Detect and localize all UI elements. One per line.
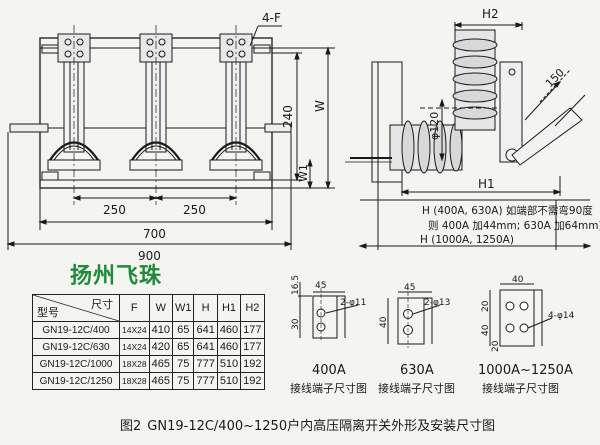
spec-table: 尺寸 型号 F W W1 H H1 H2 GN19-12C/400 14X24 … xyxy=(32,294,265,390)
cell-f: 14X24 xyxy=(119,338,150,356)
col-header: H xyxy=(193,294,218,322)
table-row: GN19-12C/400 14X24 410 65 641 460 177 xyxy=(32,321,265,339)
t1000-rating: 1000A~1250A xyxy=(478,363,573,378)
t1000-dim-40-top: 40 xyxy=(512,275,524,285)
col-header: H1 xyxy=(216,294,242,322)
t1000-hole: 4-φ14 xyxy=(548,311,575,321)
dim-240: 240 xyxy=(281,105,295,128)
cell-w1: 75 xyxy=(171,355,195,373)
insulator-upper xyxy=(452,29,498,131)
cell-h: 641 xyxy=(193,321,218,339)
cell-model: GN19-12C/630 xyxy=(32,338,120,356)
header-diagonal-cell: 尺寸 型号 xyxy=(32,294,120,322)
label-4f: 4-F xyxy=(262,11,281,25)
table-row: GN19-12C/1250 18X28 465 75 777 510 192 xyxy=(32,372,265,390)
cell-f: 18X28 xyxy=(119,355,150,373)
dim-h-large: H (1000A, 1250A) xyxy=(420,234,514,246)
diagonal-line xyxy=(33,295,119,321)
cell-h1: 510 xyxy=(216,372,242,390)
brand-watermark: 扬州飞珠 xyxy=(70,263,163,289)
dim-250-right: 250 xyxy=(183,203,206,217)
t630-rating: 630A xyxy=(400,363,434,378)
cell-f: 18X28 xyxy=(119,372,150,390)
dim-h1: H1 xyxy=(478,177,495,191)
cell-h1: 460 xyxy=(216,338,242,356)
cell-h2: 192 xyxy=(240,372,265,390)
cell-w1: 65 xyxy=(171,321,195,339)
dim-700: 700 xyxy=(143,227,166,241)
figure-caption: 图2 GN19-12C/400~1250户内高压隔离开关外形及安装尺寸图 xyxy=(120,415,501,434)
t400-dim-45: 45 xyxy=(315,281,326,291)
cell-h: 641 xyxy=(193,338,218,356)
t400-rating: 400A xyxy=(312,363,346,378)
table-row: GN19-12C/1000 18X28 465 75 777 510 192 xyxy=(32,355,265,373)
t630-dim-40: 40 xyxy=(379,316,389,328)
table-row: GN19-12C/630 14X24 420 65 641 460 177 xyxy=(32,338,265,356)
dim-w1: W1 xyxy=(297,164,310,182)
cell-w: 465 xyxy=(148,372,173,390)
cell-h2: 177 xyxy=(240,321,265,339)
t1000-caption: 接线端子尺寸图 xyxy=(482,381,559,395)
terminal-630a xyxy=(387,291,441,348)
dim-phi120: φ120 xyxy=(428,112,441,140)
cell-model: GN19-12C/1250 xyxy=(32,372,120,390)
front-view xyxy=(6,25,335,250)
cell-h: 777 xyxy=(193,372,218,390)
t630-caption: 接线端子尺寸图 xyxy=(378,381,455,395)
col-header: W1 xyxy=(171,294,195,322)
cell-h1: 510 xyxy=(216,355,242,373)
cell-h2: 177 xyxy=(240,338,265,356)
side-view xyxy=(345,22,592,250)
t1000-dim-40-side: 40 xyxy=(481,324,491,336)
t400-caption: 接线端子尺寸图 xyxy=(290,381,367,395)
t400-dim-165: 16.5 xyxy=(291,275,301,295)
cell-h2: 192 xyxy=(240,355,265,373)
col-header: W xyxy=(148,294,173,322)
cell-w1: 65 xyxy=(171,338,195,356)
cell-w: 465 xyxy=(148,355,173,373)
insulator-lower xyxy=(389,120,463,174)
dim-250-left: 250 xyxy=(103,203,126,217)
cell-model: GN19-12C/1000 xyxy=(32,355,120,373)
col-header: H2 xyxy=(240,294,265,322)
col-header: F xyxy=(119,294,150,322)
header-model: 型号 xyxy=(37,307,59,319)
terminal-1000a xyxy=(489,283,553,347)
dim-900: 900 xyxy=(138,249,161,263)
cell-f: 14X24 xyxy=(119,321,150,339)
terminal-400a xyxy=(298,282,359,342)
figure-number: 图2 xyxy=(120,419,142,434)
t1000-dim-20-a: 20 xyxy=(481,300,491,312)
figure-title: GN19-12C/400~1250户内高压隔离开关外形及安装尺寸图 xyxy=(147,419,496,434)
t630-hole: 2-φ13 xyxy=(424,298,450,308)
cell-w: 420 xyxy=(148,338,173,356)
cell-w1: 75 xyxy=(171,372,195,390)
t400-dim-30: 30 xyxy=(291,318,301,330)
table-header-row: 尺寸 型号 F W W1 H H1 H2 xyxy=(32,294,265,322)
t400-hole: 2-φ11 xyxy=(340,298,366,308)
dim-w: W xyxy=(313,100,327,112)
note-line1: H (400A, 630A) 如端部不需弯90度 xyxy=(422,204,593,217)
dim-150: 150 xyxy=(543,66,567,90)
cell-h: 777 xyxy=(193,355,218,373)
t630-dim-45: 45 xyxy=(404,283,415,293)
cell-h1: 460 xyxy=(216,321,242,339)
dim-h2: H2 xyxy=(482,7,499,21)
cell-model: GN19-12C/400 xyxy=(32,321,120,339)
note-line2: 则 400A 加44mm; 630A 加64mm) xyxy=(428,219,600,232)
t1000-dim-20-b: 20 xyxy=(491,340,501,352)
header-size: 尺寸 xyxy=(91,299,113,311)
cell-w: 410 xyxy=(148,321,173,339)
